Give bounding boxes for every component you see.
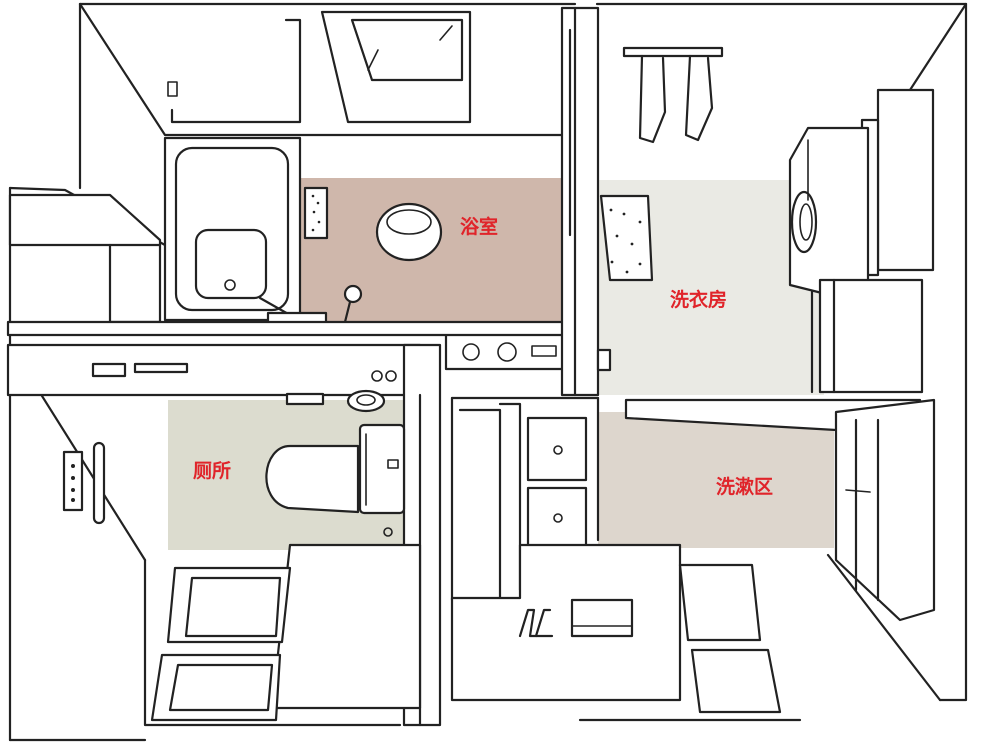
room-label-bathroom: 浴室 xyxy=(460,216,499,238)
partition-walls xyxy=(6,6,600,727)
slippers xyxy=(518,598,634,638)
tall-cabinet xyxy=(834,398,936,622)
bath-stool xyxy=(375,202,443,262)
bathroom-mirror xyxy=(303,186,329,240)
paper-holder xyxy=(285,389,386,413)
bathtub xyxy=(163,136,302,322)
dryer xyxy=(860,88,935,277)
room-label-laundry: 洗衣房 xyxy=(670,289,728,311)
floor-mats xyxy=(150,543,782,722)
washing-machine xyxy=(788,126,870,297)
washroom-floor xyxy=(598,412,834,548)
room-label-washroom: 洗漱区 xyxy=(716,476,774,498)
laundry-cabinet xyxy=(810,278,924,394)
toilet-bowl xyxy=(265,423,406,537)
door-knob xyxy=(596,348,612,372)
laundry-notice xyxy=(599,194,654,282)
vanity-cabinet xyxy=(458,402,588,602)
grab-rail xyxy=(167,18,302,124)
room-label-toilet: 厕所 xyxy=(193,460,232,482)
towel-rack xyxy=(622,46,724,144)
toilet-shelf xyxy=(91,362,397,382)
bathroom-control-panel xyxy=(444,331,568,371)
left-cabinet xyxy=(8,193,162,324)
wall-switch xyxy=(62,441,106,525)
outer-walls xyxy=(8,2,968,742)
window-top xyxy=(320,10,472,124)
